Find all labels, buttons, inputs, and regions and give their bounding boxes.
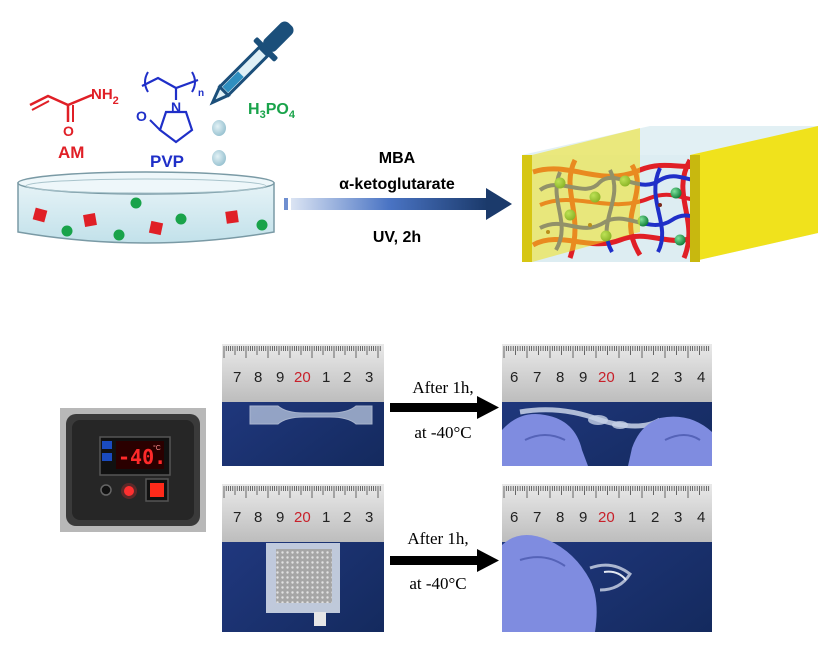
ruler-ticks [503, 346, 710, 358]
ruler-label: 7 [533, 509, 541, 526]
ruler-label: 9 [276, 369, 284, 386]
svg-text:H3PO4: H3PO4 [248, 101, 296, 121]
reaction-arrow [284, 188, 512, 220]
process-arrow-1 [390, 396, 499, 419]
pvp-name-label: PVP [150, 152, 184, 171]
petri-dish [17, 171, 275, 244]
process-arrow-2 [390, 549, 499, 572]
ruler-label: 2 [343, 369, 351, 386]
sample-photo-strip-before [222, 344, 384, 466]
ruler-label: 8 [556, 509, 564, 526]
pvp-n-label: n [198, 88, 204, 99]
ruler-label: 20 [598, 369, 615, 386]
ruler-label: 1 [628, 509, 636, 526]
pvp-oxygen-label: O [136, 108, 147, 124]
freezer-photo: -40. °C [60, 408, 206, 532]
ruler-label: 2 [651, 509, 659, 526]
ruler-ticks [223, 486, 381, 498]
ruler-labels-3: 7 8 9 20 1 2 3 [233, 509, 373, 526]
ruler-label: 9 [579, 369, 587, 386]
acid-po: PO [266, 101, 289, 118]
ruler-label: 7 [533, 369, 541, 386]
freezer-unit: °C [153, 444, 161, 452]
arrow-2-line2: at -40°C [409, 574, 466, 593]
ruler-label: 2 [651, 369, 659, 386]
pvp-molecule: n N O PVP [136, 71, 204, 171]
am-oxygen-label: O [63, 123, 74, 139]
arrow-1-line1: After 1h, [412, 378, 473, 397]
pvp-nitrogen-label: N [171, 99, 181, 115]
arrow-1-line2: at -40°C [414, 423, 471, 442]
ruler-ticks [503, 486, 710, 498]
am-name-label: AM [58, 143, 84, 162]
ruler-labels-4: 6 7 8 9 20 1 2 3 4 [510, 509, 705, 526]
arrow-2-line1: After 1h, [407, 529, 468, 548]
ruler-label: 7 [233, 369, 241, 386]
sample-photo-sensor-before [222, 484, 384, 632]
am-nh-sub: 2 [113, 95, 119, 107]
acid-formula: H3PO4 [248, 101, 296, 121]
dropper-icon [209, 21, 294, 106]
ruler-label: 20 [598, 509, 615, 526]
acid-sub2: 4 [289, 109, 296, 121]
svg-text:NH2: NH2 [91, 86, 119, 107]
ruler-label: 3 [674, 369, 682, 386]
ruler-label: 8 [556, 369, 564, 386]
ruler-label: 20 [294, 509, 311, 526]
ruler-label: 7 [233, 509, 241, 526]
ruler-labels-1: 7 8 9 20 1 2 3 [233, 369, 373, 386]
reagent-mba: MBA [379, 150, 416, 167]
ruler-labels-2: 6 7 8 9 20 1 2 3 4 [510, 369, 705, 386]
ruler-label: 20 [294, 369, 311, 386]
freezer-display: -40. [118, 445, 166, 469]
ruler-label: 8 [254, 369, 262, 386]
ruler-label: 8 [254, 509, 262, 526]
ruler-label: 6 [510, 509, 518, 526]
ruler-label: 9 [579, 509, 587, 526]
acid-sub1: 3 [260, 109, 266, 121]
ruler-label: 4 [697, 509, 705, 526]
ruler-label: 3 [365, 509, 373, 526]
ruler-label: 9 [276, 509, 284, 526]
ruler-label: 4 [697, 369, 705, 386]
sample-photo-strip-after [502, 344, 712, 466]
ruler-label: 6 [510, 369, 518, 386]
ruler-ticks [223, 346, 381, 358]
ruler-label: 2 [343, 509, 351, 526]
acid-h: H [248, 101, 260, 118]
reaction-condition: UV, 2h [373, 229, 421, 246]
ruler-label: 1 [628, 369, 636, 386]
sample-photo-sensor-after [502, 484, 712, 632]
ruler-label: 1 [322, 509, 330, 526]
ruler-label: 3 [674, 509, 682, 526]
ruler-label: 3 [365, 369, 373, 386]
hydrogel-network [522, 126, 818, 262]
ruler-label: 1 [322, 369, 330, 386]
am-nh-label: NH [91, 86, 113, 103]
am-molecule: NH2 O AM [29, 86, 119, 162]
reagent-ketoglutarate: α-ketoglutarate [339, 176, 455, 193]
